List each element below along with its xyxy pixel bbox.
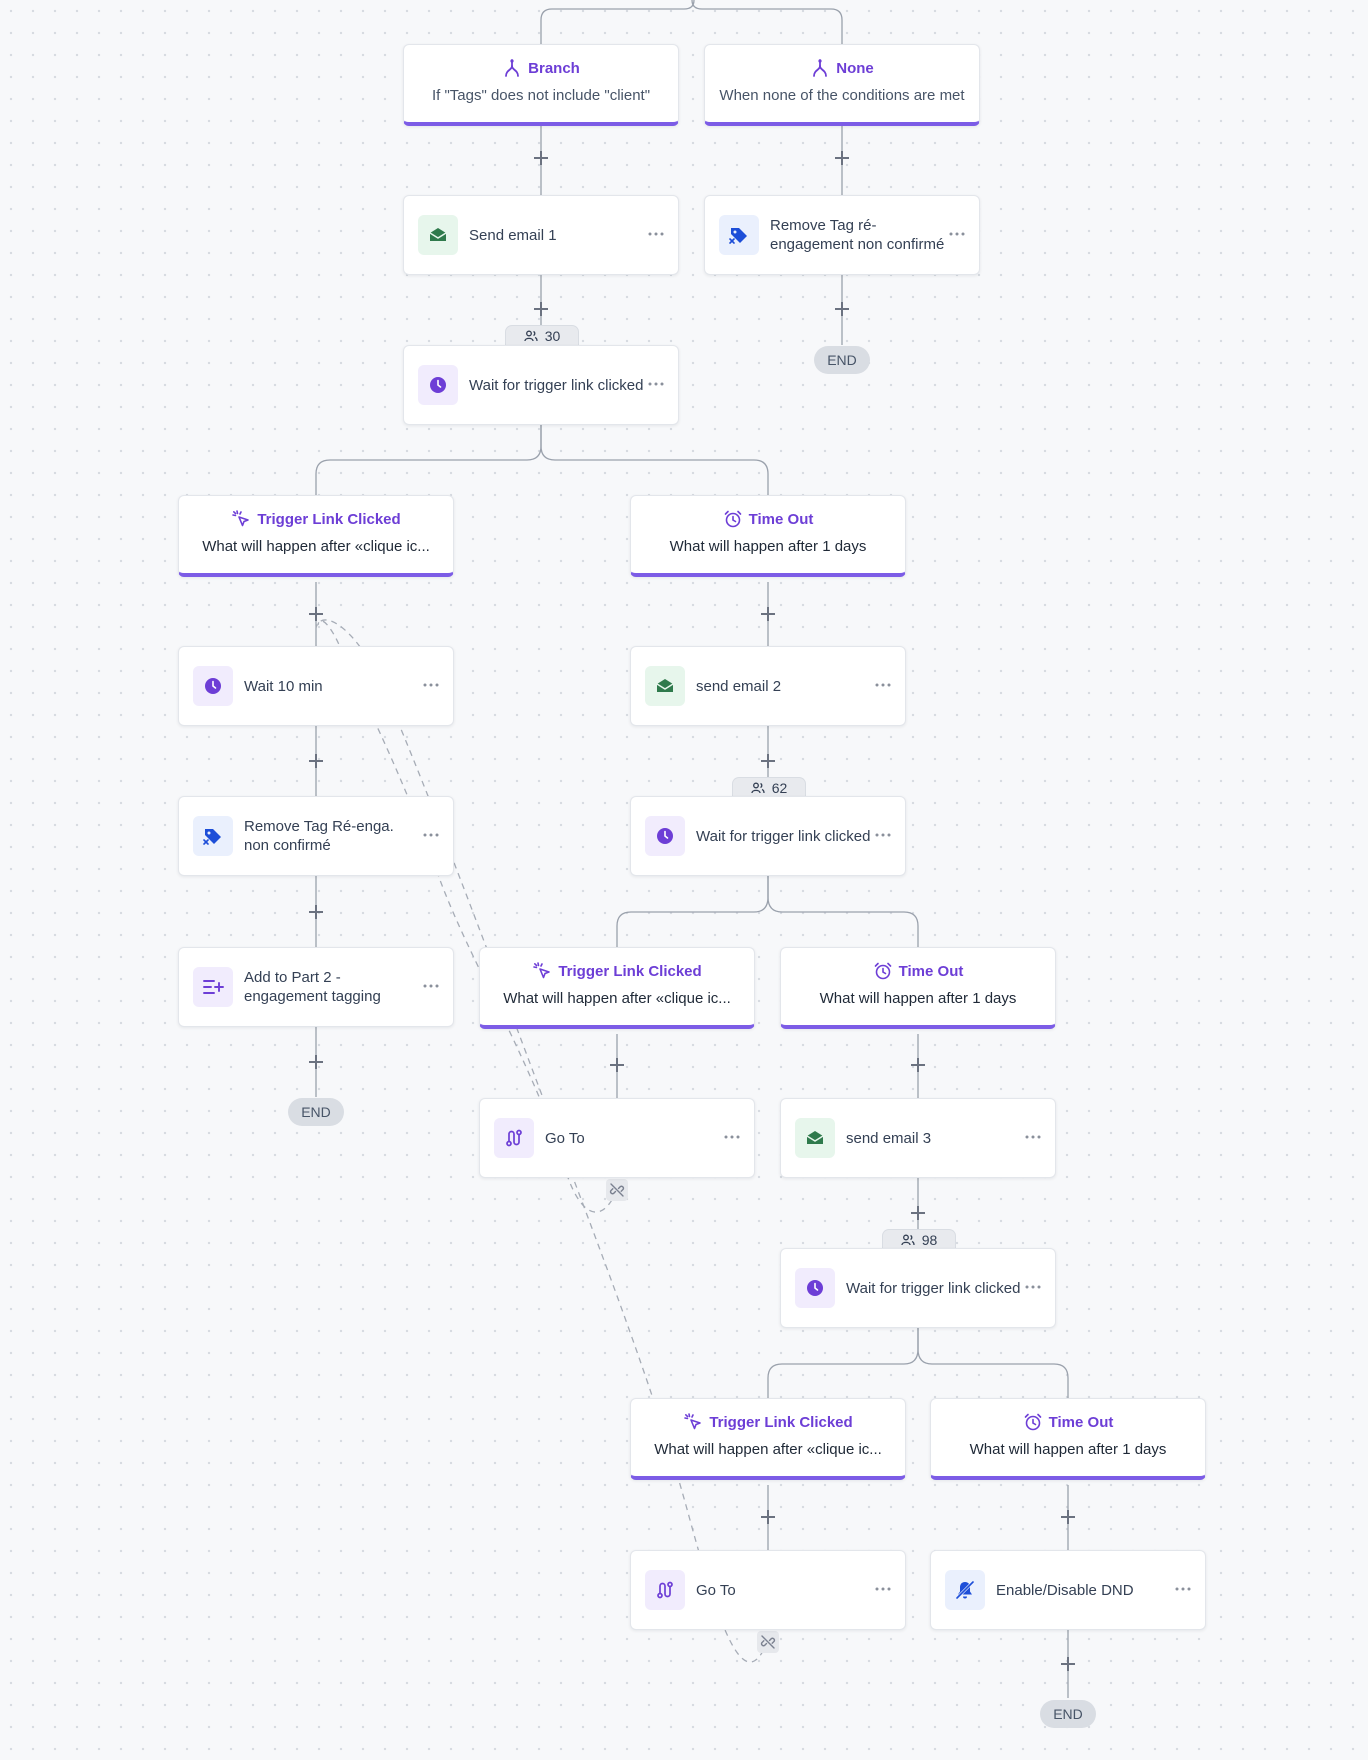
add-step-button[interactable] bbox=[835, 151, 849, 165]
goto-action-card[interactable]: Go To bbox=[630, 1550, 906, 1630]
more-options-icon[interactable] bbox=[648, 232, 664, 236]
more-options-icon[interactable] bbox=[875, 833, 891, 837]
more-options-icon[interactable] bbox=[1175, 1587, 1191, 1591]
more-options-icon[interactable] bbox=[724, 1135, 740, 1139]
add-step-button[interactable] bbox=[309, 1055, 323, 1069]
clock-icon bbox=[430, 377, 446, 393]
alarm-icon bbox=[724, 510, 741, 528]
add-step-button[interactable] bbox=[1061, 1657, 1075, 1671]
send-email-action-card[interactable]: Send email 1 bbox=[403, 195, 679, 275]
branch-icon bbox=[505, 59, 520, 77]
more-options-icon[interactable] bbox=[1025, 1135, 1041, 1139]
alarm-icon bbox=[1024, 1413, 1041, 1431]
more-options-icon[interactable] bbox=[949, 232, 965, 236]
branch-condition-card[interactable]: Branch If "Tags" does not include "clien… bbox=[403, 44, 679, 126]
bell-off-icon bbox=[955, 1580, 975, 1600]
cursor-click-icon bbox=[533, 962, 551, 979]
trigger-link-clicked-card[interactable]: Trigger Link Clicked What will happen af… bbox=[630, 1398, 906, 1480]
wait-action-card[interactable]: Wait for trigger link clicked bbox=[630, 796, 906, 876]
send-email-action-card[interactable]: send email 2 bbox=[630, 646, 906, 726]
goto-link-icon[interactable] bbox=[606, 1179, 628, 1201]
add-step-button[interactable] bbox=[835, 302, 849, 316]
more-options-icon[interactable] bbox=[423, 984, 439, 988]
email-icon bbox=[806, 1131, 824, 1144]
more-options-icon[interactable] bbox=[423, 683, 439, 687]
add-step-button[interactable] bbox=[761, 607, 775, 621]
contact-count-badge[interactable]: 98 bbox=[882, 1229, 956, 1250]
users-icon bbox=[901, 1234, 915, 1246]
add-to-workflow-action-card[interactable]: Add to Part 2 - engagement tagging bbox=[178, 947, 454, 1027]
add-step-button[interactable] bbox=[761, 1510, 775, 1524]
goto-icon bbox=[506, 1129, 522, 1147]
add-step-button[interactable] bbox=[911, 1206, 925, 1220]
dnd-action-card[interactable]: Enable/Disable DND bbox=[930, 1550, 1206, 1630]
send-email-action-card[interactable]: send email 3 bbox=[780, 1098, 1056, 1178]
add-step-button[interactable] bbox=[309, 607, 323, 621]
trigger-link-clicked-card[interactable]: Trigger Link Clicked What will happen af… bbox=[479, 947, 755, 1029]
remove-tag-action-card[interactable]: Remove Tag Ré-enga. non confirmé bbox=[178, 796, 454, 876]
contact-count-badge[interactable]: 30 bbox=[505, 325, 579, 346]
goto-icon bbox=[657, 1581, 673, 1599]
none-condition-card[interactable]: None When none of the conditions are met bbox=[704, 44, 980, 126]
clock-icon bbox=[205, 678, 221, 694]
goto-link-icon[interactable] bbox=[757, 1631, 779, 1653]
users-icon bbox=[751, 782, 765, 794]
time-out-card[interactable]: Time Out What will happen after 1 days bbox=[780, 947, 1056, 1029]
cursor-click-icon bbox=[232, 510, 250, 527]
end-node: END bbox=[1040, 1700, 1096, 1728]
tag-remove-icon bbox=[203, 829, 221, 845]
contact-count-badge[interactable]: 62 bbox=[732, 777, 806, 798]
list-add-icon bbox=[203, 980, 224, 994]
add-step-button[interactable] bbox=[534, 302, 548, 316]
wait-action-card[interactable]: Wait for trigger link clicked bbox=[403, 345, 679, 425]
add-step-button[interactable] bbox=[911, 1058, 925, 1072]
branch-icon bbox=[813, 59, 828, 77]
more-options-icon[interactable] bbox=[1025, 1285, 1041, 1289]
goto-action-card[interactable]: Go To bbox=[479, 1098, 755, 1178]
remove-tag-action-card[interactable]: Remove Tag ré-engagement non confirmé bbox=[704, 195, 980, 275]
more-options-icon[interactable] bbox=[875, 683, 891, 687]
time-out-card[interactable]: Time Out What will happen after 1 days bbox=[930, 1398, 1206, 1480]
more-options-icon[interactable] bbox=[875, 1587, 891, 1591]
time-out-card[interactable]: Time Out What will happen after 1 days bbox=[630, 495, 906, 577]
end-node: END bbox=[288, 1098, 344, 1126]
add-step-button[interactable] bbox=[761, 754, 775, 768]
cursor-click-icon bbox=[684, 1413, 702, 1430]
tag-remove-icon bbox=[729, 228, 747, 244]
add-step-button[interactable] bbox=[610, 1058, 624, 1072]
users-icon bbox=[524, 330, 538, 342]
email-icon bbox=[429, 228, 447, 241]
wait-action-card[interactable]: Wait 10 min bbox=[178, 646, 454, 726]
more-options-icon[interactable] bbox=[423, 833, 439, 837]
email-icon bbox=[656, 679, 674, 692]
add-step-button[interactable] bbox=[309, 905, 323, 919]
add-step-button[interactable] bbox=[309, 754, 323, 768]
trigger-link-clicked-card[interactable]: Trigger Link Clicked What will happen af… bbox=[178, 495, 454, 577]
clock-icon bbox=[807, 1280, 823, 1296]
add-step-button[interactable] bbox=[1061, 1510, 1075, 1524]
alarm-icon bbox=[874, 962, 891, 980]
more-options-icon[interactable] bbox=[648, 382, 664, 386]
add-step-button[interactable] bbox=[534, 151, 548, 165]
wait-action-card[interactable]: Wait for trigger link clicked bbox=[780, 1248, 1056, 1328]
clock-icon bbox=[657, 828, 673, 844]
end-node: END bbox=[814, 346, 870, 374]
